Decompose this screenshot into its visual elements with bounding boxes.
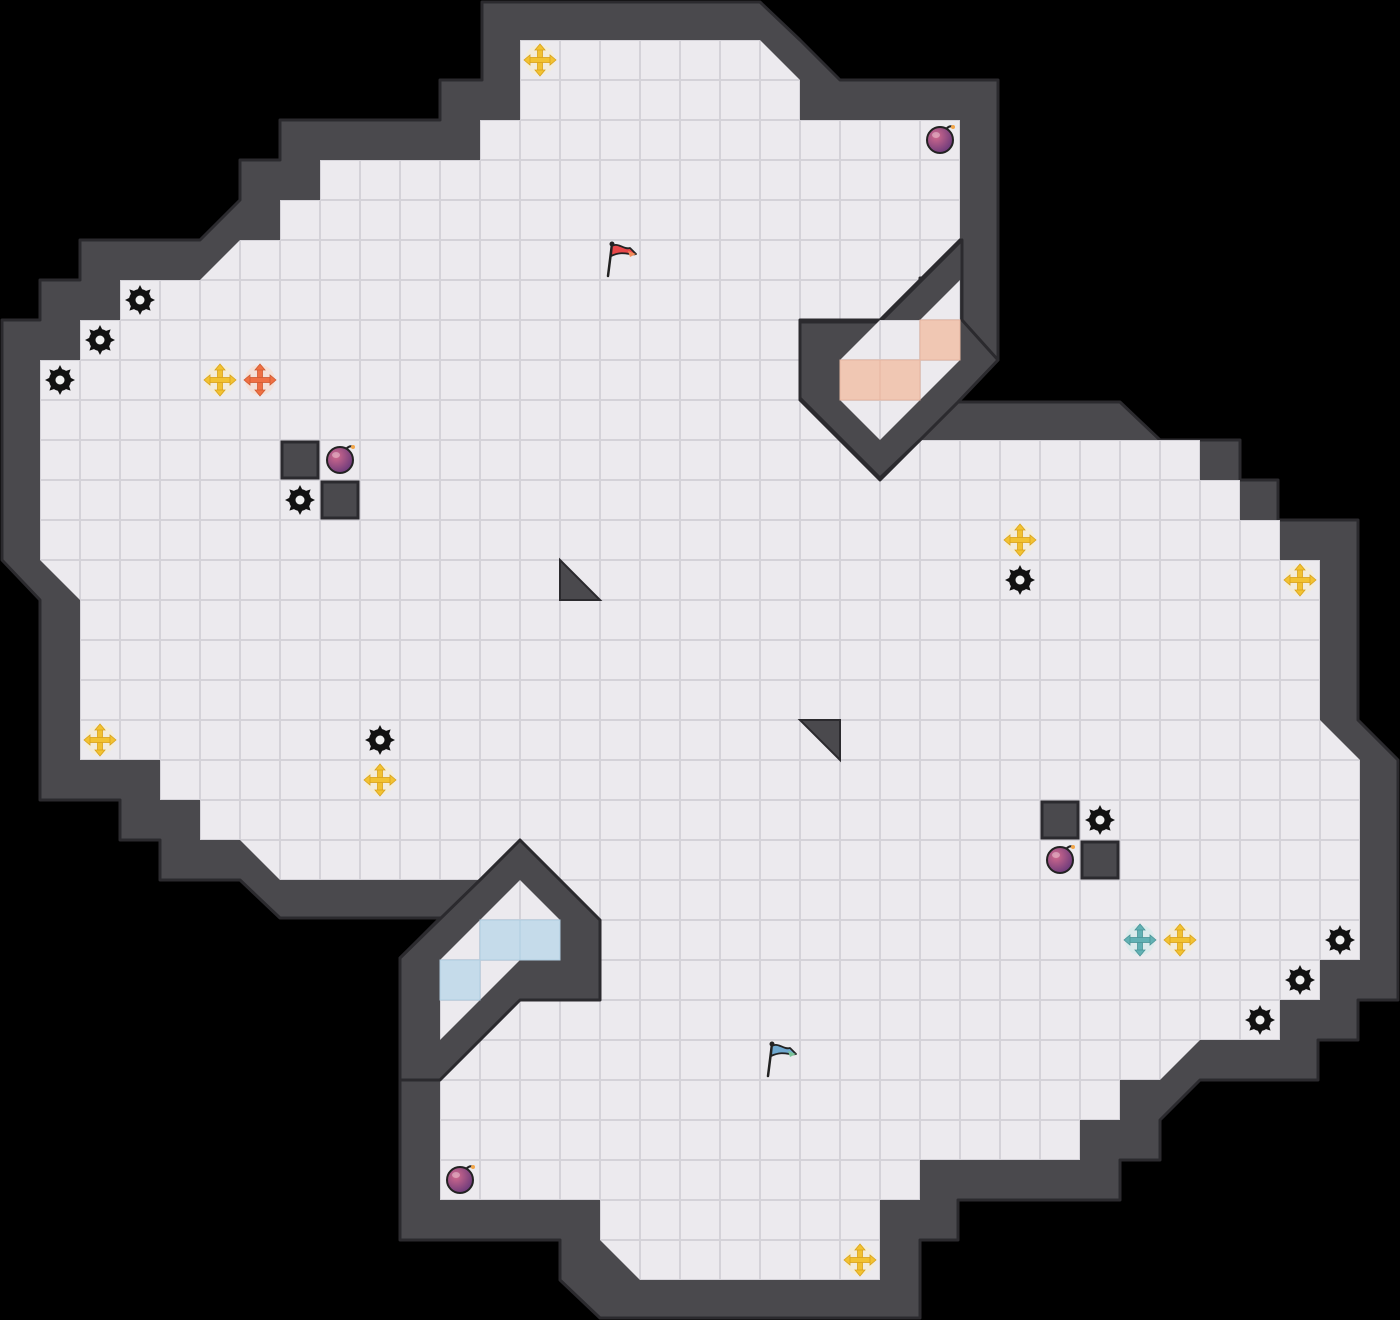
spike-icon [285,485,315,515]
red-base-tile [879,359,921,401]
blue-base-tile [519,919,561,961]
spike-icon [1285,965,1315,995]
wall-block [280,440,320,480]
red-base-tile [839,359,881,401]
diagonal-wall [797,719,841,763]
spike-icon [365,725,395,755]
blue-base [439,919,561,1001]
wall-block [1040,800,1080,840]
spike-icon [1005,565,1035,595]
spike-icon [1085,805,1115,835]
spike-icon [1325,925,1355,955]
spike-icon [85,325,115,355]
diagonal-wall [559,557,603,601]
red-base-tile [919,319,961,361]
blue-base-tile [439,959,481,1001]
spike-icon [45,365,75,395]
wall-block [1080,840,1120,880]
blue-base-tile [479,919,521,961]
red-base [839,319,961,401]
spike-icon [125,285,155,315]
spike-icon [1245,1005,1275,1035]
floor-area [40,40,1360,1280]
wall-block [320,480,360,520]
